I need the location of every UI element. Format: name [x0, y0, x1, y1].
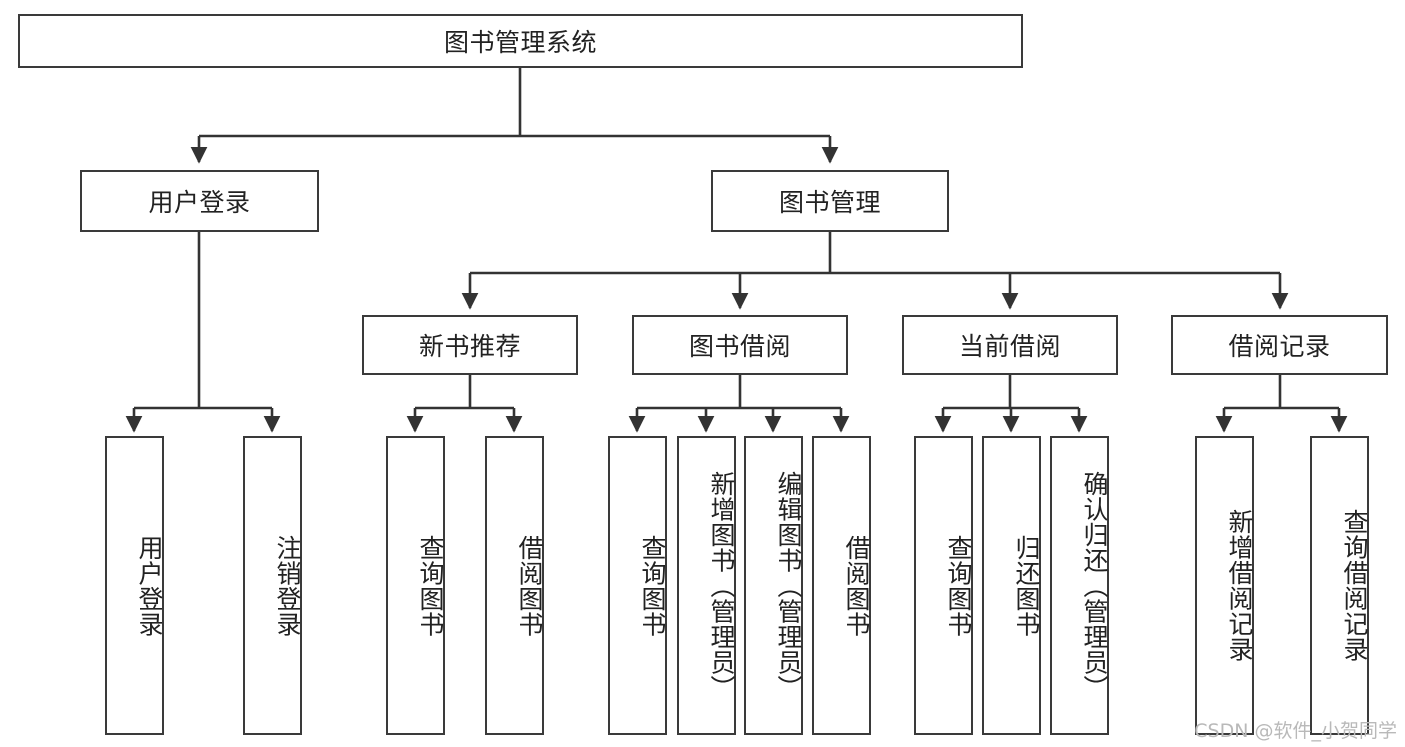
leaf-query-record-label: 查询借阅记录: [1340, 509, 1369, 662]
leaf-add-record-label: 新增借阅记录: [1225, 509, 1254, 662]
node-book-borrow-label: 图书借阅: [688, 332, 791, 361]
leaf-query-record[interactable]: 查询借阅记录: [1310, 436, 1369, 735]
leaf-return-book[interactable]: 归还图书: [982, 436, 1041, 735]
node-user-login-label: 用户登录: [148, 188, 251, 217]
node-book-management[interactable]: 图书管理: [711, 170, 949, 232]
leaf-query-book-2[interactable]: 查询图书: [608, 436, 667, 735]
leaf-query-book-3[interactable]: 查询图书: [914, 436, 973, 735]
leaf-borrow-book-2-label: 借阅图书: [842, 534, 871, 637]
leaf-edit-book[interactable]: 编辑图书（管理员）: [744, 436, 803, 735]
leaf-user-login[interactable]: 用户登录: [105, 436, 164, 735]
leaf-borrow-book-2[interactable]: 借阅图书: [812, 436, 871, 735]
leaf-return-book-label: 归还图书: [1012, 534, 1041, 637]
node-book-borrow[interactable]: 图书借阅: [632, 315, 848, 375]
node-borrow-record-label: 借阅记录: [1228, 332, 1331, 361]
node-current-borrow-label: 当前借阅: [958, 332, 1061, 361]
leaf-query-book-3-label: 查询图书: [944, 534, 973, 637]
watermark: CSDN @软件_小贺同学: [1194, 720, 1397, 742]
leaf-confirm-return-label: 确认归还（管理员）: [1080, 470, 1109, 701]
leaf-add-record[interactable]: 新增借阅记录: [1195, 436, 1254, 735]
node-new-book-recommend-label: 新书推荐: [418, 332, 521, 361]
leaf-borrow-book-1-label: 借阅图书: [515, 534, 544, 637]
node-root-label: 图书管理系统: [443, 28, 597, 57]
leaf-user-login-label: 用户登录: [135, 534, 164, 637]
leaf-add-book-label: 新增图书（管理员）: [707, 470, 736, 701]
node-new-book-recommend[interactable]: 新书推荐: [362, 315, 578, 375]
leaf-query-book-2-label: 查询图书: [638, 534, 667, 637]
leaf-logout-label: 注销登录: [273, 534, 302, 637]
leaf-borrow-book-1[interactable]: 借阅图书: [485, 436, 544, 735]
leaf-query-book-1[interactable]: 查询图书: [386, 436, 445, 735]
leaf-query-book-1-label: 查询图书: [416, 534, 445, 637]
node-book-management-label: 图书管理: [778, 188, 881, 217]
leaf-logout[interactable]: 注销登录: [243, 436, 302, 735]
leaf-edit-book-label: 编辑图书（管理员）: [774, 470, 803, 701]
node-borrow-record[interactable]: 借阅记录: [1171, 315, 1388, 375]
leaf-add-book[interactable]: 新增图书（管理员）: [677, 436, 736, 735]
node-root[interactable]: 图书管理系统: [18, 14, 1023, 68]
leaf-confirm-return[interactable]: 确认归还（管理员）: [1050, 436, 1109, 735]
node-user-login[interactable]: 用户登录: [80, 170, 319, 232]
node-current-borrow[interactable]: 当前借阅: [902, 315, 1118, 375]
